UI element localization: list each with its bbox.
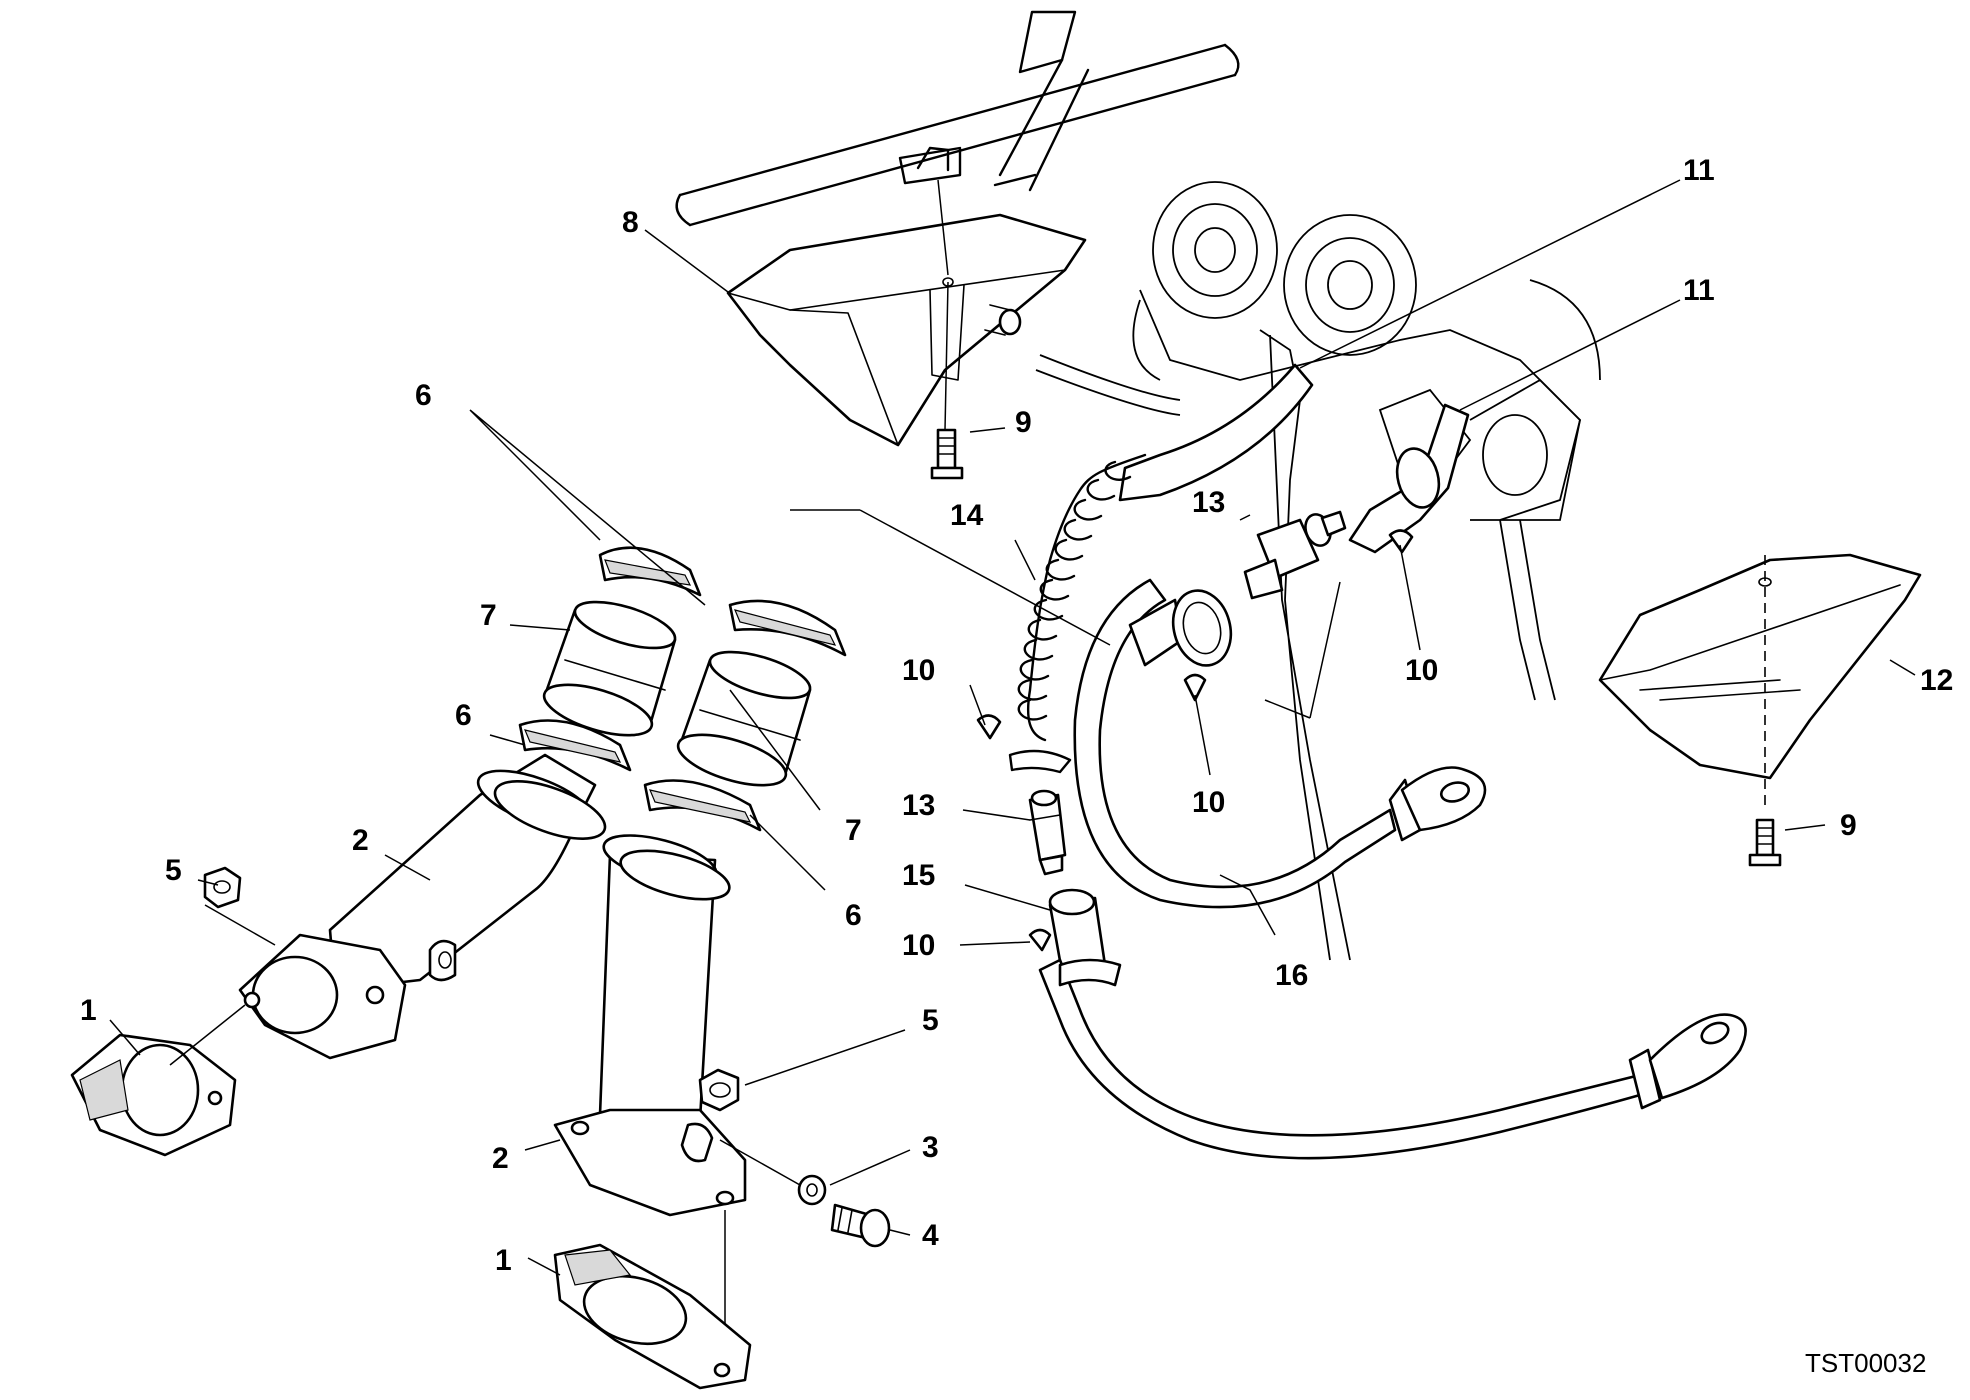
figure-code: TST00032 <box>1805 1348 1926 1378</box>
callout-7-left: 7 <box>480 599 497 632</box>
part-9-screw-top <box>930 428 964 480</box>
callout-15: 15 <box>902 859 935 892</box>
part-6-clamp-upper-right <box>728 599 847 657</box>
lower-drain-hose <box>1038 958 1747 1160</box>
carburettor-assembly <box>1035 181 1601 961</box>
callout-6-lower: 6 <box>845 899 862 932</box>
part-15-connector <box>1048 888 1107 974</box>
callout-12: 12 <box>1920 664 1953 697</box>
part-12-cover <box>1598 553 1922 780</box>
callout-13-upper: 13 <box>1192 486 1225 519</box>
part-13-valve-upper <box>1243 510 1347 600</box>
part-8-cover <box>726 213 1087 447</box>
callout-1-upper: 1 <box>80 994 97 1027</box>
frame-tube <box>675 10 1240 227</box>
callout-14: 14 <box>950 499 984 532</box>
callout-1-lower: 1 <box>495 1244 512 1277</box>
part-1-gasket-lower <box>553 1243 752 1390</box>
part-7-sleeve-right <box>676 650 812 787</box>
callout-10-right: 10 <box>1405 654 1438 687</box>
callout-10-left: 10 <box>902 654 935 687</box>
callout-11-lower: 11 <box>1683 274 1715 307</box>
part-10-clip-left <box>976 714 1002 740</box>
part-2-intake-pipe-upper <box>238 753 607 1060</box>
callout-16: 16 <box>1275 959 1308 992</box>
part-6-clamp-upper-left <box>598 546 702 597</box>
callout-2-lower: 2 <box>492 1142 509 1175</box>
callout-4: 4 <box>922 1219 939 1252</box>
callout-10-mid: 10 <box>1192 786 1225 819</box>
callout-10-lower: 10 <box>902 929 935 962</box>
callout-13-lower: 13 <box>902 789 935 822</box>
part-6-clamp-mid-left <box>518 719 632 772</box>
callout-5-upper: 5 <box>165 854 182 887</box>
callout-6-mid: 6 <box>455 699 472 732</box>
part-4-screw <box>830 1203 891 1248</box>
part-7-sleeve-left <box>542 600 677 737</box>
callout-2-upper: 2 <box>352 824 369 857</box>
part-10-clip-mid <box>1183 673 1207 702</box>
callout-11-upper: 11 <box>1683 154 1715 187</box>
part-5-nut-lower <box>698 1068 740 1112</box>
callout-leaders <box>109 179 1916 1276</box>
part-11-breather-hose-lower <box>1348 403 1470 554</box>
part-10-clip-right <box>1388 529 1414 554</box>
callout-7-right: 7 <box>845 814 862 847</box>
part-10-clip-lower <box>1028 928 1052 952</box>
callout-6-top: 6 <box>415 379 432 412</box>
callout-9-top: 9 <box>1015 406 1032 439</box>
part-1-gasket-upper <box>70 1033 237 1157</box>
part-6-clamp-mid-right <box>643 779 762 832</box>
part-14-spring <box>1008 453 1147 774</box>
callout-5-lower: 5 <box>922 1004 939 1037</box>
part-2-intake-pipe-lower <box>553 834 747 1217</box>
callout-3: 3 <box>922 1131 939 1164</box>
part-11-breather-hose-upper <box>1118 363 1314 502</box>
part-5-nut-upper <box>203 866 242 909</box>
callout-8: 8 <box>622 206 639 239</box>
part-16-hose <box>1073 578 1487 909</box>
part-13-valve-lower <box>1028 789 1067 876</box>
part-9-screw-right <box>1748 818 1782 867</box>
part-3-washer <box>797 1174 827 1206</box>
callout-9-right: 9 <box>1840 809 1857 842</box>
